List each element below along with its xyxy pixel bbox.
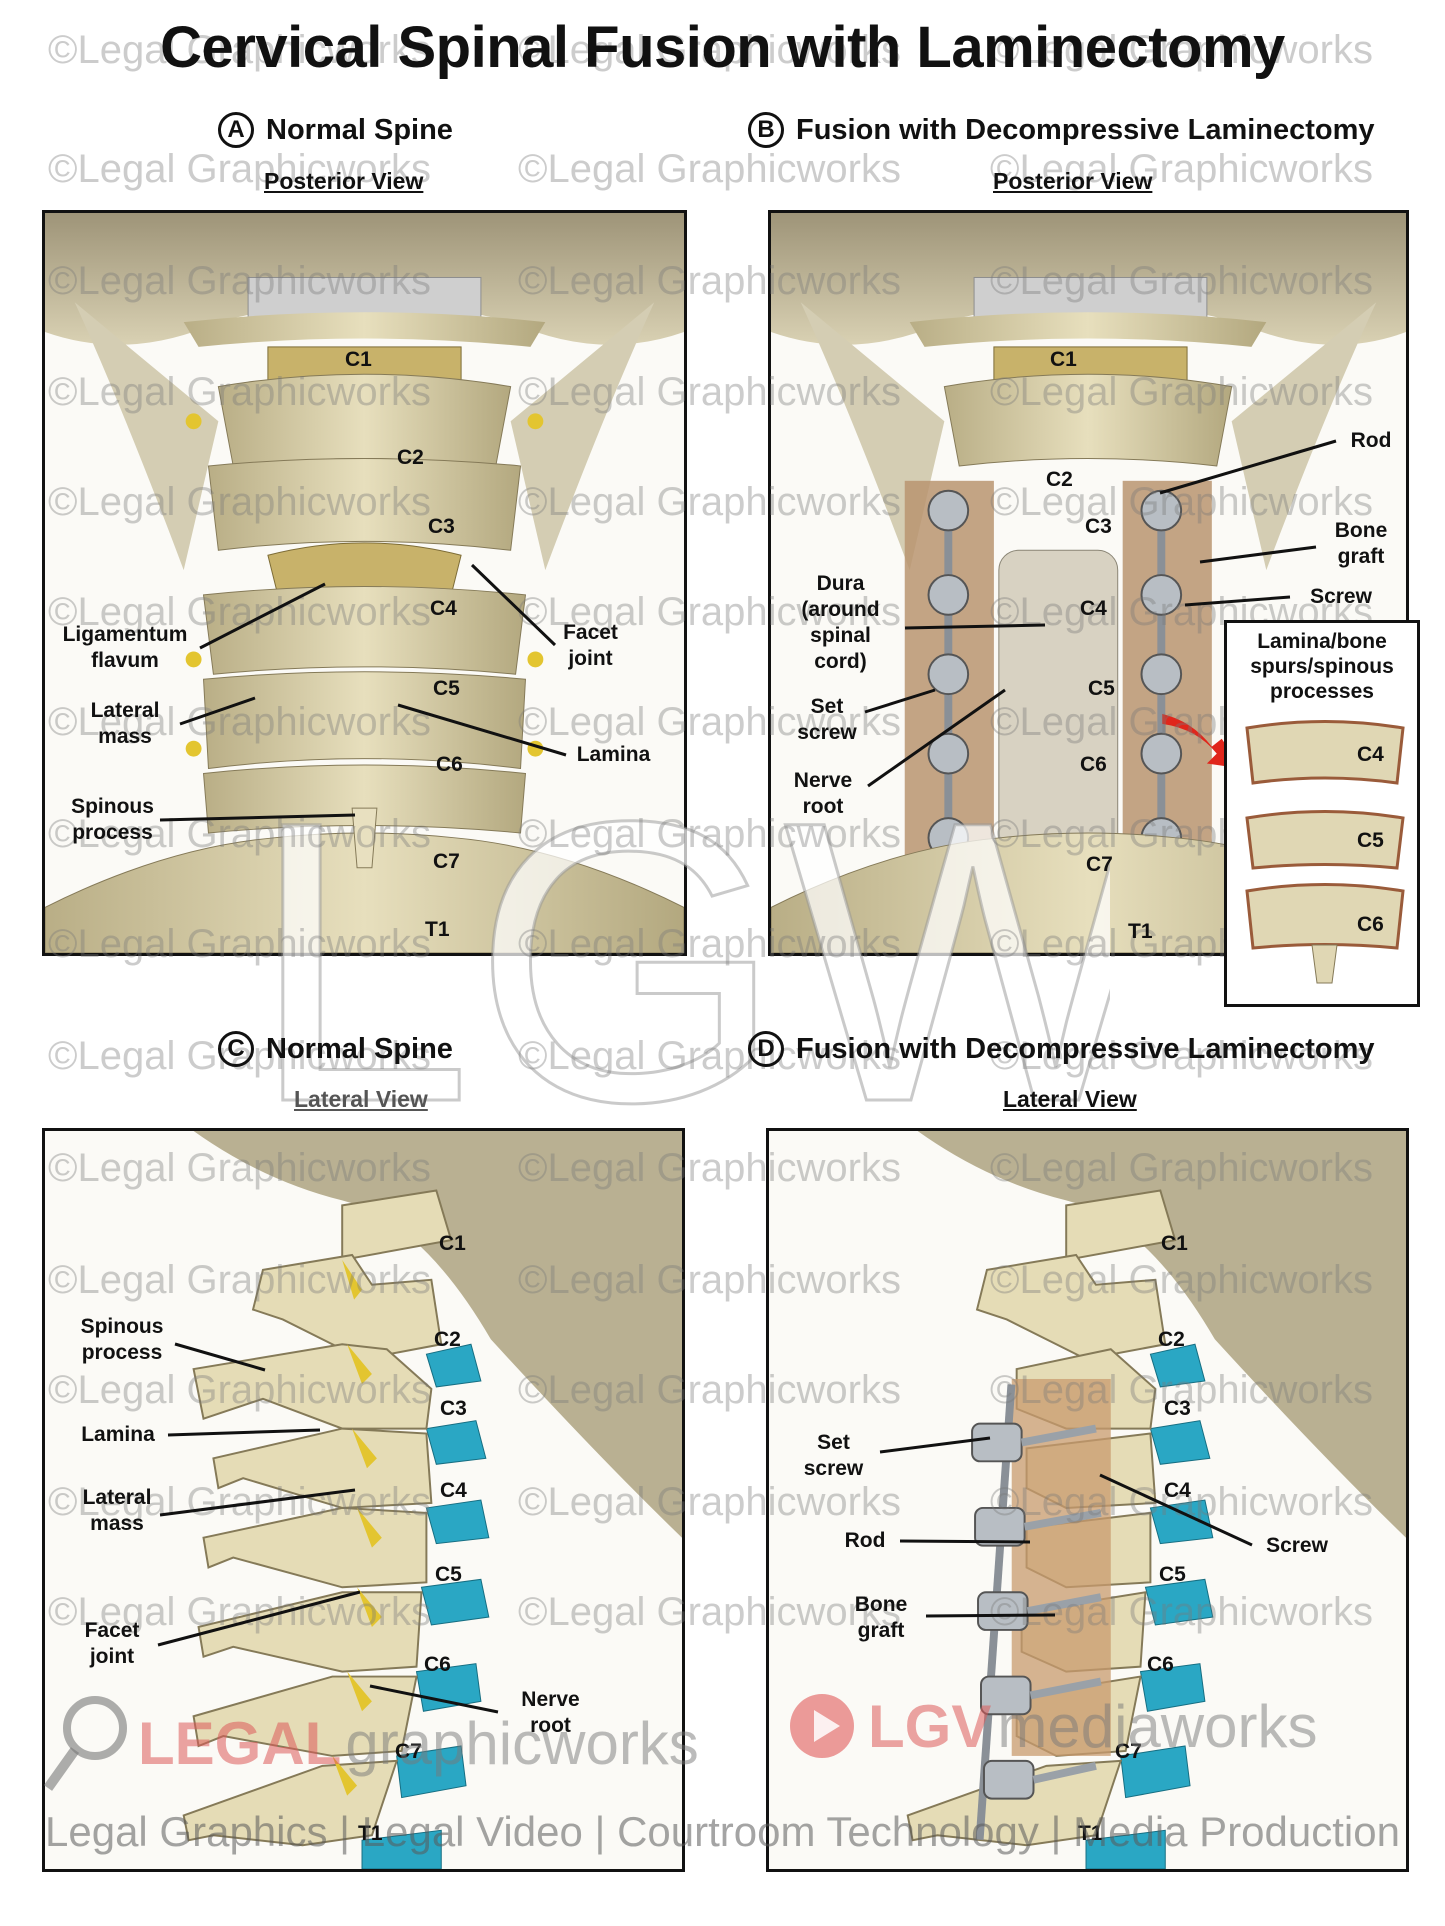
label-nerve-root-b: Nerve root: [793, 769, 853, 818]
page-title: Cervical Spinal Fusion with Laminectomy: [160, 15, 1285, 80]
panel-a-title: Normal Spine: [266, 113, 453, 146]
label-facet-joint-a: Facet joint: [563, 621, 618, 670]
vertebra-b-c5: C5: [1088, 677, 1115, 700]
panel-d-image: [766, 1128, 1409, 1872]
vertebra-b-c7: C7: [1086, 853, 1113, 876]
logo-graphicworks-word: graphicworks: [345, 1709, 699, 1777]
vertebra-a-c2: C2: [397, 446, 424, 469]
vertebra-b-t1: T1: [1128, 920, 1153, 943]
panel-b-heading: B Fusion with Decompressive Laminectomy: [748, 112, 1375, 148]
panel-a-letter: A: [218, 112, 254, 148]
panel-d-title: Fusion with Decompressive Laminectomy: [796, 1032, 1375, 1065]
label-screw-d: Screw: [1266, 1534, 1328, 1557]
lgv-mediaworks-logo: LGV mediaworks: [786, 1690, 1317, 1762]
vertebra-d-c5: C5: [1159, 1563, 1186, 1586]
removed-lamina-inset: Lamina/bone spurs/spinous processes C4 C…: [1224, 620, 1420, 1007]
label-rod-d: Rod: [844, 1529, 886, 1552]
logo-mediaworks-word: mediaworks: [997, 1692, 1318, 1760]
panel-b-view: Posterior View: [993, 168, 1153, 194]
vertebra-d-c3: C3: [1164, 1397, 1191, 1420]
vertebra-b-c2: C2: [1046, 468, 1073, 491]
vertebra-a-t1: T1: [425, 918, 450, 941]
vertebra-d-c7: C7: [1115, 1740, 1142, 1763]
panel-d-heading: D Fusion with Decompressive Laminectomy: [748, 1031, 1375, 1067]
vertebra-c-c7: C7: [395, 1740, 422, 1763]
logo-legal-word: LEGAL: [138, 1709, 342, 1777]
vertebra-b-c6: C6: [1080, 753, 1107, 776]
magnifier-icon: [43, 1696, 127, 1791]
legal-graphicworks-logo: LEGAL graphicworks: [40, 1688, 699, 1798]
vertebra-d-c1: C1: [1161, 1232, 1188, 1255]
inset-piece-c4: C4: [1357, 743, 1384, 766]
label-spinous-process-c: Spinous process: [80, 1315, 164, 1364]
lateral-fusion-illustration: [769, 1131, 1406, 1869]
label-lateral-mass-c: Lateral mass: [82, 1486, 152, 1535]
label-nerve-root-c: Nerve root: [521, 1688, 580, 1737]
vertebra-a-c7: C7: [433, 850, 460, 873]
panel-c-title: Normal Spine: [266, 1032, 453, 1065]
label-dura: Dura (around spinal cord): [801, 572, 880, 673]
label-set-screw-d: Set screw: [803, 1431, 864, 1480]
panel-b-title: Fusion with Decompressive Laminectomy: [796, 113, 1375, 146]
logo-lgv-word: LGV: [868, 1692, 992, 1760]
posterior-spine-illustration: [45, 213, 684, 953]
label-lamina-a: Lamina: [576, 743, 651, 766]
vertebra-c-c1: C1: [439, 1232, 466, 1255]
label-set-screw-b: Set screw: [797, 695, 857, 744]
inset-piece-c5: C5: [1357, 829, 1384, 852]
label-rod-b: Rod: [1350, 429, 1392, 452]
label-ligamentum-flavum: Ligamentum flavum: [62, 623, 188, 672]
lamina-pieces-illustration: [1245, 720, 1405, 984]
label-spinous-process-a: Spinous process: [71, 795, 154, 844]
panel-d-view: Lateral View: [1003, 1086, 1137, 1112]
vertebra-b-c4: C4: [1080, 597, 1107, 620]
vertebra-a-c1: C1: [345, 348, 372, 371]
panel-d-letter: D: [748, 1031, 784, 1067]
vertebra-a-c3: C3: [428, 515, 455, 538]
vertebra-d-c6: C6: [1147, 1653, 1174, 1676]
vertebra-b-c3: C3: [1085, 515, 1112, 538]
vertebra-d-c4: C4: [1164, 1479, 1191, 1502]
vertebra-a-c5: C5: [433, 677, 460, 700]
label-facet-joint-c: Facet joint: [84, 1619, 140, 1668]
inset-piece-c6: C6: [1357, 913, 1384, 936]
vertebra-a-c6: C6: [436, 753, 463, 776]
panel-c-letter: C: [218, 1031, 254, 1067]
footer-services: Legal Graphics | Legal Video | Courtroom…: [45, 1808, 1400, 1855]
panel-c-heading: C Normal Spine: [218, 1031, 453, 1067]
vertebra-a-c4: C4: [430, 597, 457, 620]
panel-a-heading: A Normal Spine: [218, 112, 453, 148]
vertebra-c-c5: C5: [435, 1563, 462, 1586]
play-icon: [790, 1694, 854, 1758]
watermark-r1-c1: ©Legal Graphicworks: [518, 147, 901, 191]
label-screw-b: Screw: [1310, 585, 1372, 608]
panel-c-view: Lateral View: [294, 1086, 428, 1112]
vertebra-c-c6: C6: [424, 1653, 451, 1676]
vertebra-c-c4: C4: [440, 1479, 467, 1502]
label-bone-graft-d: Bone graft: [854, 1593, 908, 1642]
label-lamina-c: Lamina: [81, 1423, 155, 1446]
label-lateral-mass-a: Lateral mass: [90, 699, 160, 748]
vertebra-c-t1: T1: [358, 1822, 383, 1845]
label-bone-graft-b: Bone graft: [1334, 519, 1388, 568]
vertebra-c-c3: C3: [440, 1397, 467, 1420]
panel-b-letter: B: [748, 112, 784, 148]
vertebra-d-c2: C2: [1158, 1328, 1185, 1351]
panel-a-view: Posterior View: [264, 168, 424, 194]
panel-a-image: [42, 210, 687, 956]
inset-title: Lamina/bone spurs/spinous processes: [1250, 630, 1394, 703]
vertebra-b-c1: C1: [1050, 348, 1077, 371]
vertebra-d-t1: T1: [1078, 1822, 1103, 1845]
vertebra-c-c2: C2: [434, 1328, 461, 1351]
